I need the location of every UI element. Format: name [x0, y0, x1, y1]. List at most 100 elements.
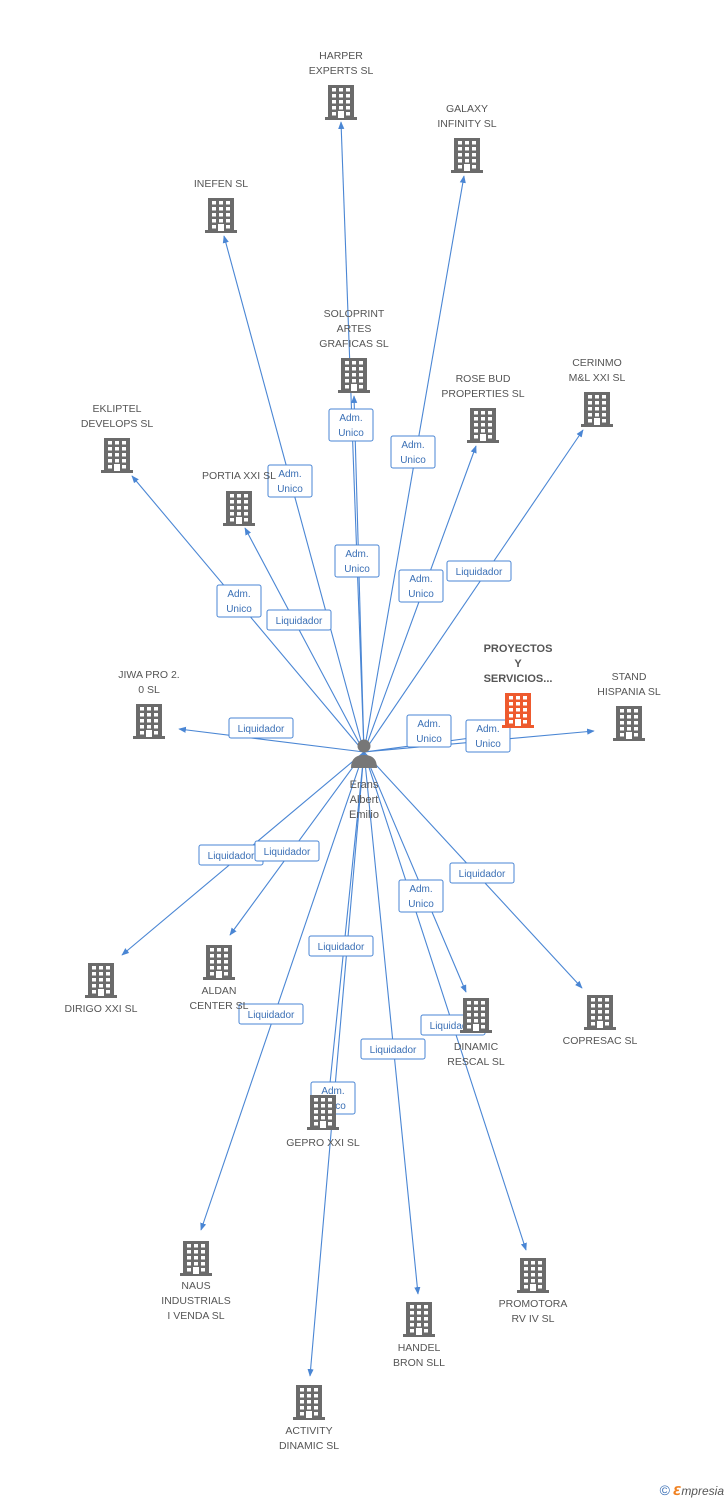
role-badge-naus[interactable]: Liquidador [238, 1003, 304, 1025]
company-node-proyectos[interactable]: PROYECTOSYSERVICIOS... [484, 643, 553, 728]
role-badge-label: Liquidador [459, 869, 506, 880]
company-node-soloprint[interactable]: SOLOPRINT ARTES GRAFICAS SL [319, 308, 389, 393]
role-badge-box [390, 435, 436, 469]
company-node-portia[interactable]: PORTIA XXI SL [202, 470, 276, 526]
edge-activity [307, 751, 365, 1377]
company-node-activity[interactable]: ACTIVITY DINAMIC SL [279, 1385, 339, 1452]
role-badge-box [334, 544, 380, 578]
building-icon [133, 704, 165, 739]
role-badge-box [360, 1038, 426, 1060]
role-badge-handel[interactable]: Liquidador [360, 1038, 426, 1060]
building-icon [203, 945, 235, 980]
company-node-inefen[interactable]: INEFEN SL [194, 178, 248, 233]
company-label: PROMOTORA [499, 1298, 568, 1310]
role-badge-box [446, 560, 512, 582]
role-badge-copresac[interactable]: Liquidador [449, 862, 515, 884]
building-icon [101, 438, 133, 473]
company-label: PORTIA XXI SL [202, 470, 276, 482]
company-label: ROSE BUD [456, 373, 511, 385]
company-label: ARTES [337, 323, 372, 335]
building-icon [85, 963, 117, 998]
building-icon [581, 392, 613, 427]
role-badge-rosebud[interactable]: Adm.Unico [398, 569, 444, 603]
role-badge-gepro[interactable]: Liquidador [308, 935, 374, 957]
person-label: Albert [350, 794, 379, 806]
company-label: DEVELOPS SL [81, 418, 154, 430]
person-label: Erans [350, 779, 379, 791]
edge-cerinmo [363, 429, 584, 753]
company-label: GEPRO XXI SL [286, 1137, 360, 1149]
company-label: Y [514, 658, 522, 670]
role-badge-dirigo[interactable]: Liquidador [198, 844, 264, 866]
company-node-jiwa[interactable]: JIWA PRO 2.0 SL [118, 669, 180, 739]
role-badge-label: Adm. [278, 469, 301, 480]
role-badge-label: Unico [408, 899, 434, 910]
role-badge-label: Unico [416, 734, 442, 745]
role-badge-label: Liquidador [276, 616, 323, 627]
building-icon [293, 1385, 325, 1420]
role-badge-label: Adm. [476, 724, 499, 735]
company-label: 0 SL [138, 684, 160, 696]
role-badge-box [328, 408, 374, 442]
role-badge-box [238, 1003, 304, 1025]
role-badge-stand[interactable]: Adm.Unico [465, 719, 511, 753]
company-node-copresac[interactable]: COPRESAC SL [563, 995, 638, 1047]
company-label: SOLOPRINT [324, 308, 385, 320]
person-icon [351, 739, 377, 768]
role-badge-inefen[interactable]: Adm.Unico [267, 464, 313, 498]
copyright-icon: © [659, 1482, 670, 1498]
role-badge-box [465, 719, 511, 753]
role-badge-cerinmo[interactable]: Liquidador [446, 560, 512, 582]
company-node-gepro[interactable]: GEPRO XXI SL [286, 1095, 360, 1149]
building-icon [502, 693, 534, 728]
role-badge-label: Adm. [345, 549, 368, 560]
building-icon [613, 706, 645, 741]
role-badge-label: Liquidador [456, 567, 503, 578]
company-label: HISPANIA SL [597, 686, 661, 698]
edge-portia [244, 527, 365, 753]
company-label: DINAMIC SL [279, 1440, 339, 1452]
company-label: RESCAL SL [447, 1056, 505, 1068]
role-badge-ekliptel[interactable]: Adm.Unico [216, 584, 262, 618]
role-badge-jiwa[interactable]: Liquidador [228, 717, 294, 739]
role-badge-box [266, 609, 332, 631]
company-label: BRON SLL [393, 1357, 445, 1369]
role-badge-proyectos[interactable]: Adm.Unico [406, 714, 452, 748]
role-badge-dinamic[interactable]: Adm. Unico [398, 879, 444, 913]
role-badge-label: Adm. [409, 884, 432, 895]
role-badge-label: Unico [408, 589, 434, 600]
company-label: INFINITY SL [437, 118, 496, 130]
company-label: SERVICIOS... [484, 673, 553, 685]
role-badge-harper[interactable]: Adm.Unico [328, 408, 374, 442]
role-badge-box [308, 935, 374, 957]
building-icon [517, 1258, 549, 1293]
role-badge-soloprint[interactable]: Adm.Unico [334, 544, 380, 578]
company-label: ACTIVITY [285, 1425, 332, 1437]
building-icon [205, 198, 237, 233]
role-badge-box [254, 840, 320, 862]
role-badge-aldan[interactable]: Liquidador [254, 840, 320, 862]
role-badge-portia[interactable]: Liquidador [266, 609, 332, 631]
role-badge-galaxy[interactable]: Adm.Unico [390, 435, 436, 469]
company-label: GRAFICAS SL [319, 338, 389, 350]
building-icon [307, 1095, 339, 1130]
company-label: NAUS [181, 1280, 210, 1292]
role-badge-box [216, 584, 262, 618]
building-icon [460, 998, 492, 1033]
company-node-dirigo[interactable]: DIRIGO XXI SL [65, 963, 138, 1015]
role-badge-label: Liquidador [208, 851, 255, 862]
company-label: INEFEN SL [194, 178, 248, 190]
role-badge-label: Unico [338, 428, 364, 439]
